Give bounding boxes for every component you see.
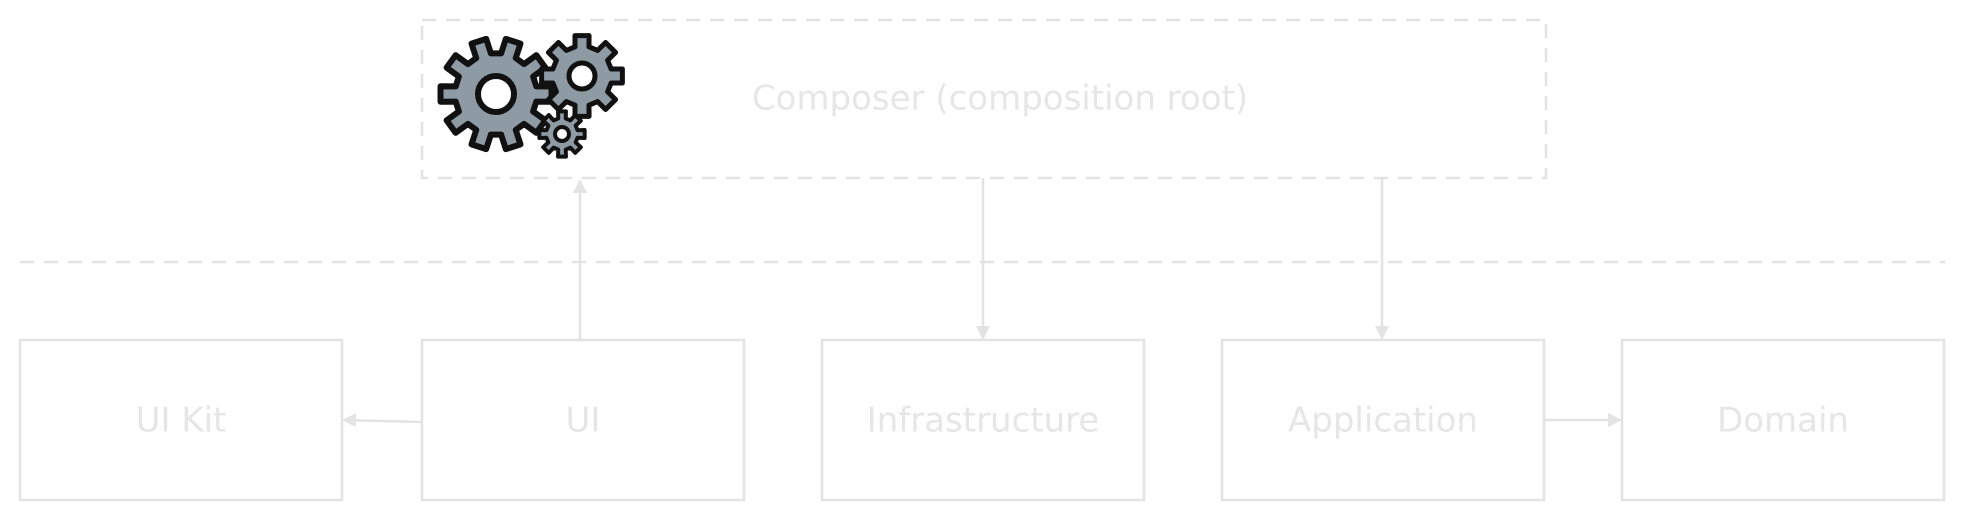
composer-label: Composer (composition root) bbox=[752, 79, 1248, 119]
layer-application: Application bbox=[1220, 338, 1546, 502]
layer-label-ui: UI bbox=[566, 401, 601, 441]
arrow-ui-to-ui-kit bbox=[342, 413, 423, 428]
layer-ui: UI bbox=[420, 338, 746, 502]
layer-box bbox=[420, 338, 746, 502]
layer-label-infrastructure: Infrastructure bbox=[867, 401, 1100, 441]
gears-icon bbox=[437, 33, 625, 159]
gear-hole bbox=[566, 60, 598, 92]
layer-ui-kit: UI Kit bbox=[18, 338, 344, 502]
gear-hole bbox=[475, 73, 517, 115]
composer-box bbox=[420, 18, 1548, 180]
gear-hole bbox=[553, 125, 571, 143]
layer-box bbox=[1620, 338, 1946, 502]
layer-label-ui-kit: UI Kit bbox=[136, 401, 227, 441]
layer-label-application: Application bbox=[1288, 401, 1478, 441]
dependency-arrows bbox=[342, 178, 1622, 428]
layer-box bbox=[820, 338, 1146, 502]
layer-domain: Domain bbox=[1620, 338, 1946, 502]
layer-label-domain: Domain bbox=[1717, 401, 1849, 441]
layer-box bbox=[18, 338, 344, 502]
composer-node: Composer (composition root) bbox=[420, 18, 1548, 180]
layer-infrastructure: Infrastructure bbox=[820, 338, 1146, 502]
